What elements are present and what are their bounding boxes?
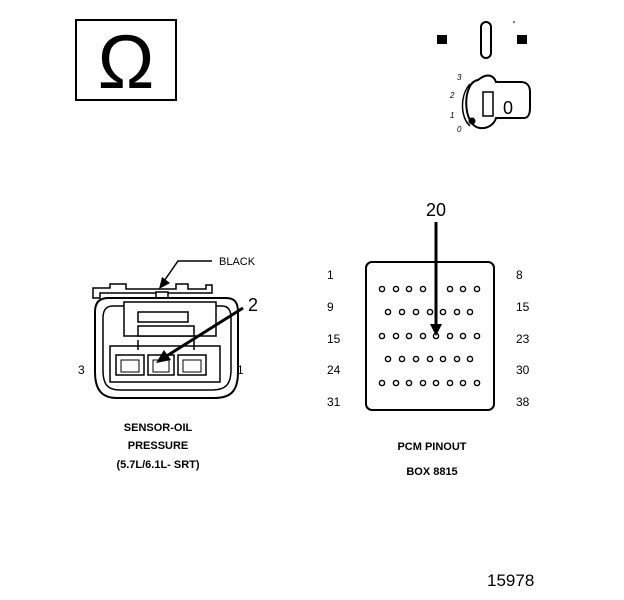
switch-blade [480, 21, 492, 59]
wire-color-leader [161, 260, 212, 285]
pcm-pin-r5-c1 [378, 379, 386, 387]
pcm-caption-line-1: PCM PINOUT [397, 441, 466, 453]
sensor-callout-2: 2 [156, 295, 258, 363]
sensor-caption-line-1: SENSOR-OIL [124, 422, 193, 434]
pcm-pin-r4-c4 [426, 355, 434, 363]
pcm-row-label-left-2: 9 [327, 300, 334, 314]
pcm-pin-r1-c3 [405, 285, 413, 293]
switch-contact-left [437, 35, 447, 44]
pcm-pin-r2-c4 [426, 308, 434, 316]
pcm-pin-r3-c2 [392, 332, 400, 340]
sensor-callout-label: 2 [248, 295, 258, 315]
key-head [465, 74, 531, 130]
pcm-callout-arrowhead [430, 324, 442, 336]
pcm-pin-r5-c6 [446, 379, 454, 387]
pcm-row-label-right-2: 15 [516, 300, 530, 314]
pcm-pin-r2-c1 [384, 308, 392, 316]
pcm-pin-r1-c6 [459, 285, 467, 293]
connector-lower-slot [137, 325, 195, 337]
sensor-caption-line-3: (5.7L/6.1L- SRT) [116, 459, 199, 471]
sensor-callout-arrow-shaft [164, 306, 244, 359]
pcm-pin-r1-c1 [378, 285, 386, 293]
key-arc [461, 83, 471, 127]
wire-color-arrowhead [159, 277, 170, 289]
pcm-row-label-right-1: 8 [516, 268, 523, 282]
pcm-pin-r3-c4 [419, 332, 427, 340]
pcm-row-label-right-5: 38 [516, 395, 530, 409]
sensor-connector: 3 1 [78, 283, 244, 399]
pcm-row-label-left-5: 31 [327, 395, 341, 409]
pcm-pin-r5-c4 [419, 379, 427, 387]
pcm-pin-r5-c7 [459, 379, 467, 387]
pcm-pin-r1-c5 [446, 285, 454, 293]
pcm-pin-r5-c2 [392, 379, 400, 387]
pcm-pin-r4-c6 [453, 355, 461, 363]
pcm-row-label-left-1: 1 [327, 268, 334, 282]
pcm-pin-r3-c7 [459, 332, 467, 340]
pcm-pin-r4-c5 [439, 355, 447, 363]
pcm-row-label-left-4: 24 [327, 363, 341, 377]
pcm-pin-r4-c3 [412, 355, 420, 363]
pcm-pin-r4-c1 [384, 355, 392, 363]
pcm-caption: PCM PINOUT BOX 8815 [397, 441, 466, 478]
ohmmeter-symbol: Ω [75, 19, 177, 105]
pcm-callout-label: 20 [426, 200, 446, 220]
pcm-pin-r2-c5 [439, 308, 447, 316]
key-pos-3: 3 [457, 73, 462, 82]
pcm-connector: 1 9 15 24 31 8 15 23 30 38 [327, 261, 530, 411]
figure-number: 15978 [487, 571, 534, 590]
pcm-pin-r1-c7 [473, 285, 481, 293]
pcm-pin-r1-c2 [392, 285, 400, 293]
terminal-3-inner [120, 359, 140, 373]
key-pos-0: 0 [457, 125, 462, 134]
pcm-pin-r2-c6 [453, 308, 461, 316]
key-label: 0 [503, 98, 513, 118]
pcm-pin-r2-c3 [412, 308, 420, 316]
connector-top-rail [92, 283, 213, 299]
sensor-caption: SENSOR-OIL PRESSURE (5.7L/6.1L- SRT) [116, 422, 199, 471]
key-pos-2: 2 [449, 91, 455, 100]
ohm-box [75, 19, 177, 101]
pcm-row-label-right-3: 23 [516, 332, 530, 346]
sensor-callout-arrowhead [156, 350, 171, 363]
pcm-caption-line-2: BOX 8815 [406, 466, 457, 478]
pcm-row-label-left-3: 15 [327, 332, 341, 346]
pcm-pin-r3-c1 [378, 332, 386, 340]
key-position-dot [468, 117, 476, 125]
pcm-pin-r2-c2 [398, 308, 406, 316]
pcm-callout-20: 20 [426, 200, 446, 336]
ohm-glyph: Ω [98, 20, 155, 105]
pcm-row-label-right-4: 30 [516, 363, 530, 377]
wire-color-label: BLACK [219, 256, 256, 268]
wire-color-callout: BLACK [159, 256, 256, 289]
pcm-pin-r4-c7 [466, 355, 474, 363]
pcm-pin-grid [378, 285, 481, 387]
sensor-pin-1-label: 1 [237, 363, 244, 377]
sensor-pin-3-label: 3 [78, 363, 85, 377]
pcm-pin-r3-c8 [473, 332, 481, 340]
pcm-connector-body [365, 261, 495, 411]
key-pos-1: 1 [450, 111, 454, 120]
pcm-pin-r1-c4 [419, 285, 427, 293]
pcm-pin-r3-c6 [446, 332, 454, 340]
switch-contact-right [517, 35, 527, 44]
terminal-1-inner [182, 359, 202, 373]
sensor-caption-line-2: PRESSURE [128, 440, 189, 452]
pcm-pin-r3-c3 [405, 332, 413, 340]
pcm-pin-r2-c7 [466, 308, 474, 316]
pcm-pin-r4-c2 [398, 355, 406, 363]
pcm-pin-r5-c8 [473, 379, 481, 387]
key-slot [482, 91, 494, 117]
pcm-pin-r5-c3 [405, 379, 413, 387]
connector-center-slot [137, 311, 189, 323]
ignition-key-icon: 0 3 2 1 0 [437, 21, 531, 134]
pcm-pin-r5-c5 [432, 379, 440, 387]
